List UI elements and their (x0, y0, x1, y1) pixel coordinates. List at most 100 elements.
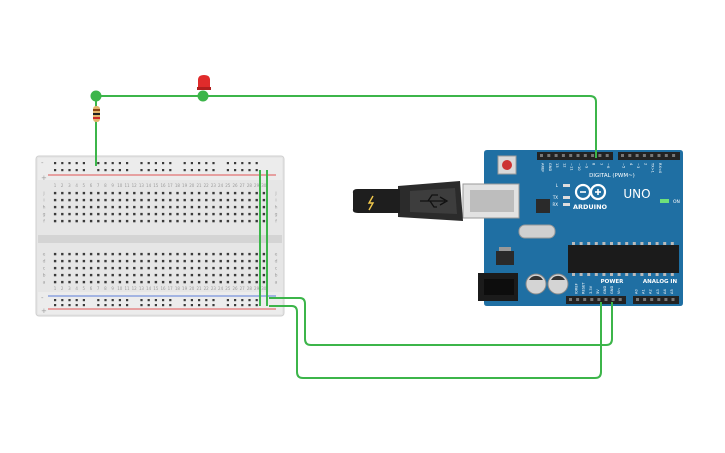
breadboard-hole[interactable] (82, 191, 86, 195)
breadboard-hole[interactable] (233, 266, 237, 270)
rail-hole[interactable] (205, 169, 208, 172)
rail-hole[interactable] (118, 299, 121, 302)
breadboard-hole[interactable] (147, 280, 150, 284)
breadboard-hole[interactable] (248, 280, 251, 284)
breadboard-hole[interactable] (233, 259, 237, 263)
breadboard-hole[interactable] (75, 198, 78, 202)
breadboard-hole[interactable] (147, 191, 150, 195)
breadboard-hole[interactable] (68, 273, 71, 277)
breadboard-hole[interactable] (118, 259, 122, 263)
breadboard-hole[interactable] (248, 205, 251, 209)
breadboard-hole[interactable] (75, 280, 78, 284)
breadboard-hole[interactable] (125, 191, 129, 195)
breadboard-hole[interactable] (125, 259, 129, 263)
breadboard-hole[interactable] (161, 252, 165, 256)
breadboard-hole[interactable] (176, 280, 179, 284)
rail-hole[interactable] (140, 162, 143, 165)
rail-hole[interactable] (147, 299, 150, 302)
breadboard-hole[interactable] (226, 219, 230, 223)
breadboard-hole[interactable] (197, 205, 201, 209)
breadboard-hole[interactable] (125, 205, 129, 209)
breadboard-hole[interactable] (61, 259, 64, 263)
digital-pin-socket[interactable] (561, 154, 565, 157)
breadboard-hole[interactable] (118, 205, 122, 209)
breadboard-hole[interactable] (154, 266, 158, 270)
breadboard-hole[interactable] (68, 198, 71, 202)
breadboard-hole[interactable] (169, 212, 172, 216)
power-pin-socket[interactable] (597, 298, 601, 301)
breadboard-hole[interactable] (190, 273, 194, 277)
breadboard-hole[interactable] (205, 198, 208, 202)
breadboard-hole[interactable] (97, 219, 100, 223)
breadboard-hole[interactable] (248, 259, 251, 263)
rail-hole[interactable] (183, 299, 186, 302)
breadboard-hole[interactable] (190, 191, 194, 195)
rail-hole[interactable] (212, 304, 215, 307)
rail-hole[interactable] (82, 169, 85, 172)
breadboard-hole[interactable] (140, 198, 143, 202)
breadboard-hole[interactable] (176, 212, 179, 216)
breadboard-hole[interactable] (161, 198, 165, 202)
rail-hole[interactable] (54, 169, 57, 172)
breadboard-hole[interactable] (169, 280, 172, 284)
breadboard-hole[interactable] (154, 219, 158, 223)
rail-hole[interactable] (82, 162, 85, 165)
breadboard-hole[interactable] (125, 212, 129, 216)
breadboard-hole[interactable] (118, 212, 122, 216)
breadboard-hole[interactable] (89, 252, 93, 256)
breadboard-hole[interactable] (75, 205, 78, 209)
breadboard-hole[interactable] (53, 219, 57, 223)
breadboard-hole[interactable] (233, 280, 237, 284)
rail-hole[interactable] (226, 299, 229, 302)
breadboard-hole[interactable] (219, 280, 222, 284)
breadboard-hole[interactable] (205, 273, 208, 277)
breadboard-hole[interactable] (133, 252, 136, 256)
rail-hole[interactable] (97, 169, 100, 172)
rail-hole[interactable] (241, 162, 244, 165)
breadboard-hole[interactable] (89, 219, 93, 223)
breadboard-hole[interactable] (176, 205, 179, 209)
breadboard-hole[interactable] (133, 212, 136, 216)
breadboard-hole[interactable] (53, 280, 57, 284)
breadboard-hole[interactable] (104, 273, 107, 277)
breadboard-hole[interactable] (147, 259, 150, 263)
breadboard-hole[interactable] (233, 252, 237, 256)
rail-hole[interactable] (190, 304, 193, 307)
breadboard-hole[interactable] (233, 205, 237, 209)
digital-pin-socket[interactable] (605, 154, 609, 157)
breadboard-hole[interactable] (53, 205, 57, 209)
breadboard-hole[interactable] (147, 252, 150, 256)
breadboard-hole[interactable] (61, 198, 64, 202)
breadboard-hole[interactable] (97, 266, 100, 270)
breadboard-hole[interactable] (89, 273, 93, 277)
breadboard-hole[interactable] (226, 266, 230, 270)
rail-hole[interactable] (111, 299, 114, 302)
breadboard-hole[interactable] (255, 219, 258, 223)
digital-pin-socket[interactable] (583, 154, 587, 157)
breadboard-hole[interactable] (82, 259, 86, 263)
breadboard-hole[interactable] (111, 205, 114, 209)
analog-pin-socket[interactable] (657, 298, 661, 301)
rail-hole[interactable] (198, 169, 201, 172)
breadboard-hole[interactable] (161, 205, 165, 209)
breadboard-hole[interactable] (262, 259, 266, 263)
breadboard-hole[interactable] (255, 252, 258, 256)
rail-hole[interactable] (162, 169, 165, 172)
breadboard-hole[interactable] (104, 266, 107, 270)
breadboard-hole[interactable] (248, 191, 251, 195)
breadboard-hole[interactable] (140, 259, 143, 263)
rail-hole[interactable] (190, 162, 193, 165)
breadboard-hole[interactable] (183, 198, 186, 202)
analog-pin-socket[interactable] (664, 298, 668, 301)
breadboard-hole[interactable] (125, 198, 129, 202)
breadboard-hole[interactable] (197, 259, 201, 263)
breadboard-hole[interactable] (190, 280, 194, 284)
breadboard-hole[interactable] (68, 280, 71, 284)
breadboard-hole[interactable] (176, 273, 179, 277)
breadboard-hole[interactable] (111, 252, 114, 256)
breadboard-hole[interactable] (241, 191, 244, 195)
breadboard-hole[interactable] (169, 205, 172, 209)
rail-hole[interactable] (212, 169, 215, 172)
breadboard-hole[interactable] (183, 205, 186, 209)
breadboard-hole[interactable] (97, 259, 100, 263)
